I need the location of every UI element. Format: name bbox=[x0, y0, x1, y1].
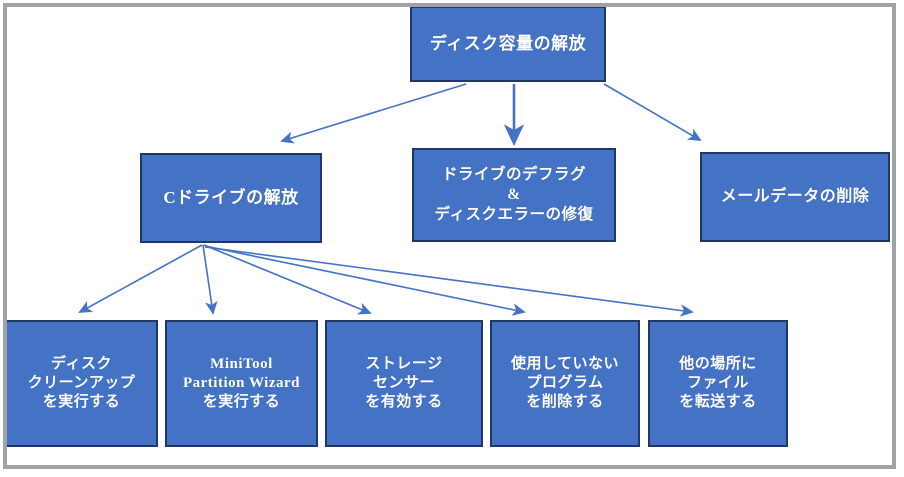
node-root[interactable]: ディスク容量の解放 bbox=[410, 6, 606, 82]
node-defrag[interactable]: ドライブのデフラグ & ディスクエラーの修復 bbox=[412, 148, 616, 242]
node-disk-cleanup-line-1: ディスク bbox=[51, 355, 112, 372]
node-storage-sense-line-3: を有効する bbox=[365, 394, 443, 411]
edge-c-drive-to-cleanup bbox=[78, 244, 203, 313]
node-uninstall-programs[interactable]: 使用していない プログラム を削除する bbox=[490, 320, 640, 447]
node-transfer-files-line-3: を転送する bbox=[679, 394, 757, 411]
node-defrag-line-3: ディスクエラーの修復 bbox=[434, 205, 594, 223]
node-storage-sense[interactable]: ストレージ センサー を有効する bbox=[325, 320, 483, 447]
node-disk-cleanup-line-2: クリーンアップ bbox=[27, 374, 136, 391]
node-transfer-files-line-1: 他の場所に bbox=[679, 355, 757, 372]
node-disk-cleanup-line-3: を実行する bbox=[42, 394, 121, 411]
node-mail-line-1: メールデータの削除 bbox=[720, 187, 870, 205]
edge-c-drive-to-storage bbox=[203, 244, 372, 315]
node-defrag-line-1: ドライブのデフラグ bbox=[441, 166, 586, 184]
node-c-drive-line-1: Cドライブの解放 bbox=[163, 188, 299, 208]
edge-root-to-c-drive bbox=[280, 83, 467, 144]
node-mail[interactable]: メールデータの削除 bbox=[700, 152, 890, 242]
node-defrag-line-2: & bbox=[507, 186, 521, 204]
node-transfer-files[interactable]: 他の場所に ファイル を転送する bbox=[648, 320, 788, 447]
edge-c-drive-to-uninstall bbox=[204, 245, 526, 316]
edge-root-to-mail bbox=[603, 83, 702, 141]
edge-c-drive-to-minitool bbox=[202, 244, 218, 315]
node-minitool-line-2: Partition Wizard bbox=[182, 374, 301, 391]
edge-c-drive-to-transfer bbox=[204, 246, 694, 317]
node-transfer-files-line-2: ファイル bbox=[686, 374, 749, 391]
node-minitool-line-1: MiniTool bbox=[210, 355, 273, 372]
node-storage-sense-line-1: ストレージ bbox=[365, 355, 443, 372]
node-storage-sense-line-2: センサー bbox=[372, 374, 435, 391]
node-minitool-partition-wizard[interactable]: MiniTool Partition Wizard を実行する bbox=[165, 320, 318, 447]
node-root-line-1: ディスク容量の解放 bbox=[429, 34, 587, 54]
node-uninstall-programs-line-1: 使用していない bbox=[510, 355, 620, 372]
node-minitool-line-3: を実行する bbox=[202, 394, 281, 411]
node-disk-cleanup[interactable]: ディスク クリーンアップ を実行する bbox=[5, 320, 158, 447]
node-uninstall-programs-line-2: プログラム bbox=[526, 374, 604, 391]
node-uninstall-programs-line-3: を削除する bbox=[526, 394, 604, 411]
node-c-drive[interactable]: Cドライブの解放 bbox=[140, 153, 322, 243]
